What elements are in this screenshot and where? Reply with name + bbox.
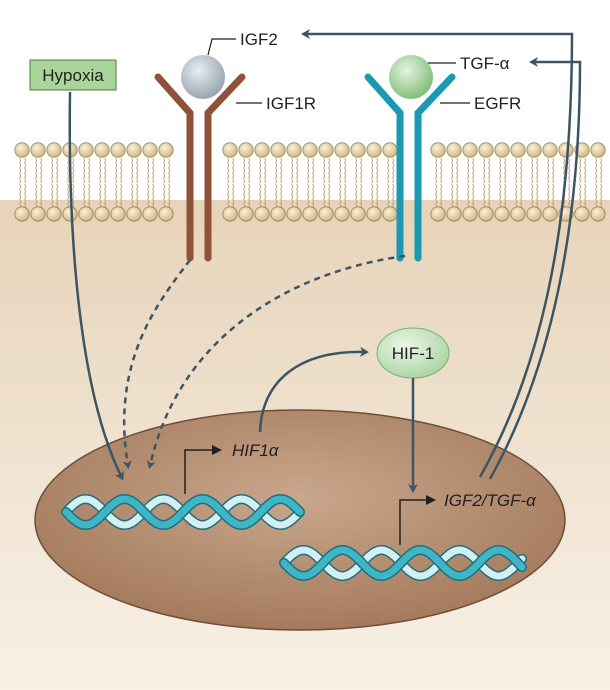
lipid-head <box>494 206 510 222</box>
hypoxia-label: Hypoxia <box>42 66 104 85</box>
tgf-alpha-label: TGF-α <box>460 54 510 73</box>
igf2-secretion-arrow <box>301 29 574 478</box>
signal-arrows <box>68 29 582 493</box>
igf2-ligand-icon <box>181 55 225 99</box>
hif1-label: HIF-1 <box>392 344 435 363</box>
label-leaders <box>207 38 470 104</box>
lipid-head <box>62 206 78 222</box>
lipid-head <box>462 206 478 222</box>
egfr-receptor-icon <box>364 73 456 262</box>
target-promoter-head <box>426 495 436 505</box>
hif1a-gene-dna-icon <box>61 493 305 531</box>
lipid-head <box>478 206 494 222</box>
lipid-head <box>222 142 238 158</box>
igf2-label: IGF2 <box>240 30 278 49</box>
lipid-head <box>254 206 270 222</box>
egfr-signal-arrow <box>146 254 406 469</box>
lipid-head <box>590 206 606 222</box>
igf1r-receptor-icon <box>154 73 246 262</box>
lipid-head <box>334 206 350 222</box>
lipid-head <box>430 206 446 222</box>
lipid-head <box>302 206 318 222</box>
lipid-head <box>510 142 526 158</box>
lipid-head <box>382 142 398 158</box>
lipid-head <box>238 142 254 158</box>
lipid-head <box>446 142 462 158</box>
lipid-head <box>382 206 398 222</box>
lipid-head <box>574 206 590 222</box>
lipid-head <box>30 142 46 158</box>
promoter-arrows <box>184 449 426 545</box>
lipid-head <box>158 142 174 158</box>
lipid-head <box>14 206 30 222</box>
lipid-head <box>46 142 62 158</box>
lipid-head <box>254 142 270 158</box>
lipid-head <box>30 206 46 222</box>
lipid-head <box>270 142 286 158</box>
lipid-head <box>158 206 174 222</box>
target-promoter-icon <box>399 499 426 545</box>
lipid-head <box>46 206 62 222</box>
lipid-head <box>142 142 158 158</box>
hif1a-promoter-icon <box>184 449 212 494</box>
lipid-head <box>526 206 542 222</box>
hypoxia-arrow <box>68 91 124 481</box>
lipid-head <box>286 206 302 222</box>
lipid-head <box>462 142 478 158</box>
hif1a-to-hif1-arrow <box>258 346 369 433</box>
hif1a-promoter-head <box>212 445 222 455</box>
lipid-head <box>270 206 286 222</box>
lipid-head <box>94 142 110 158</box>
lipid-head <box>558 142 574 158</box>
lipid-head <box>110 142 126 158</box>
egfr-label: EGFR <box>474 94 521 113</box>
lipid-head <box>126 142 142 158</box>
lipid-head <box>302 142 318 158</box>
lipid-head <box>366 142 382 158</box>
target-gene-dna-icon <box>279 544 527 582</box>
lipid-head <box>94 206 110 222</box>
igf1r-label: IGF1R <box>266 94 316 113</box>
dna-front-strand <box>62 495 304 529</box>
lipid-head <box>350 142 366 158</box>
lipid-head <box>510 206 526 222</box>
hypoxia-box <box>29 59 117 91</box>
lipid-head <box>542 206 558 222</box>
lipid-head <box>350 206 366 222</box>
tgf-alpha-ligand-icon <box>389 55 433 99</box>
lipid-head <box>142 206 158 222</box>
lipid-head <box>318 142 334 158</box>
lipid-head <box>238 206 254 222</box>
lipid-head <box>110 206 126 222</box>
lipid-head <box>526 142 542 158</box>
lipid-head <box>286 142 302 158</box>
igf1r-signal-arrow <box>122 259 191 469</box>
lipid-head <box>478 142 494 158</box>
lipid-head <box>366 206 382 222</box>
lipid-head <box>542 142 558 158</box>
tgf-alpha-secretion-arrow <box>488 57 582 480</box>
lipid-head <box>334 142 350 158</box>
lipid-head <box>446 206 462 222</box>
hif1a-gene-label: HIF1α <box>232 441 280 460</box>
lipid-head <box>222 206 238 222</box>
lipid-head <box>78 206 94 222</box>
lipid-head <box>318 206 334 222</box>
target-genes-label: IGF2/TGF-α <box>444 491 537 510</box>
lipid-head <box>78 142 94 158</box>
cell-membrane <box>14 142 606 222</box>
lipid-head <box>126 206 142 222</box>
lipid-head <box>14 142 30 158</box>
lipid-head <box>430 142 446 158</box>
dna-front-strand <box>280 546 526 580</box>
lipid-head <box>590 142 606 158</box>
lipid-head <box>494 142 510 158</box>
